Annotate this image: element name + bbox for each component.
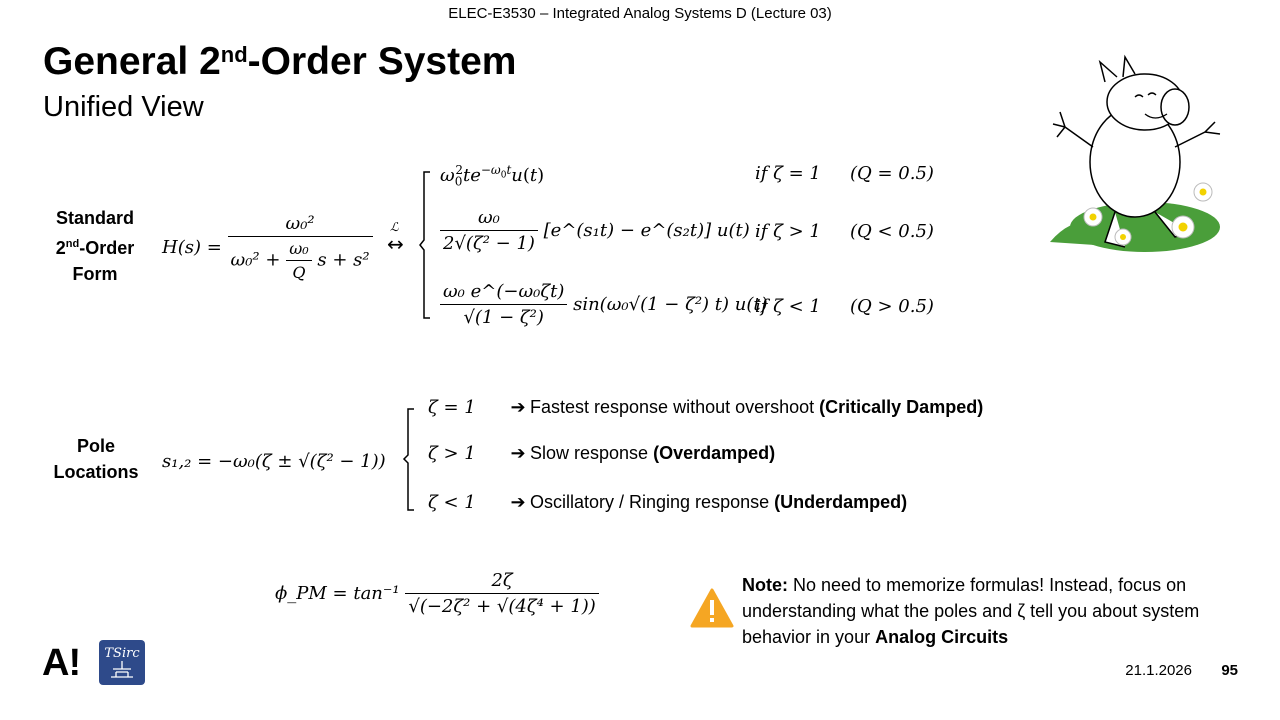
label-line: Form xyxy=(72,264,118,284)
lecture-header: ELEC-E3530 – Integrated Analog Systems D… xyxy=(448,5,832,22)
tsirc-logo: TSirc xyxy=(99,640,145,685)
standard-form-label: Standard 2nd-Order Form xyxy=(40,205,150,287)
h-lhs: H(s) = xyxy=(162,237,222,258)
label-line: Standard xyxy=(55,208,134,228)
case-under-cond: if ζ < 1 xyxy=(755,296,821,317)
case-critical-q: (Q = 0.5) xyxy=(850,163,934,184)
laplace-symbol: ℒ xyxy=(390,220,399,234)
case-critical-expr: ω02te−ω0tu(t) xyxy=(440,163,545,189)
slide-date: 21.1.2026 xyxy=(1125,662,1192,679)
circuit-icon xyxy=(111,661,133,678)
case-over-cond: if ζ > 1 xyxy=(755,221,821,242)
pole-case-under: ζ < 1 ➔ Oscillatory / Ringing response (… xyxy=(428,492,908,513)
label-line-2: 2nd-Order xyxy=(55,238,135,258)
case-under-q: (Q > 0.5) xyxy=(850,296,934,317)
case-critical-cond: if ζ = 1 xyxy=(755,163,821,184)
slide-title: General 2nd-Order System xyxy=(43,40,516,84)
moomin-illustration xyxy=(1050,54,1221,252)
title-text-post: -Order System xyxy=(247,40,517,83)
pole-brace xyxy=(402,408,414,511)
title-sup: nd xyxy=(220,42,248,67)
page-number: 95 xyxy=(1221,662,1238,679)
laplace-arrow: ↔ xyxy=(387,232,404,256)
aalto-logo: A! xyxy=(42,642,81,684)
h-numerator: ω₀² xyxy=(227,213,373,237)
pole-expression: s₁,₂ = −ω₀(ζ ± √(ζ² − 1)) xyxy=(162,451,386,472)
case-over-q: (Q < 0.5) xyxy=(850,221,934,242)
slide-subtitle: Unified View xyxy=(43,91,204,123)
note-text: Note: No need to memorize formulas! Inst… xyxy=(742,575,1200,647)
pm-fraction: 2ζ√(−2ζ² + √(4ζ⁴ + 1)) xyxy=(405,570,599,617)
pole-case-critical: ζ = 1 ➔ Fastest response without oversho… xyxy=(428,397,984,418)
pole-case-over: ζ > 1 ➔ Slow response (Overdamped) xyxy=(428,443,776,464)
warning-icon xyxy=(690,588,734,628)
cases-brace xyxy=(419,171,430,319)
case-under-fraction: ω₀ e^(−ω₀ζt)√(1 − ζ²) xyxy=(440,281,568,328)
case-under-expr: ω₀ e^(−ω₀ζt)√(1 − ζ²) sin(ω₀√(1 − ζ²) t)… xyxy=(440,281,768,328)
title-text: General 2 xyxy=(43,40,221,83)
pole-locations-label: Pole Locations xyxy=(53,436,139,482)
phase-margin-formula: ϕ_PM = tan⁻¹ 2ζ√(−2ζ² + √(4ζ⁴ + 1)) xyxy=(275,570,599,617)
